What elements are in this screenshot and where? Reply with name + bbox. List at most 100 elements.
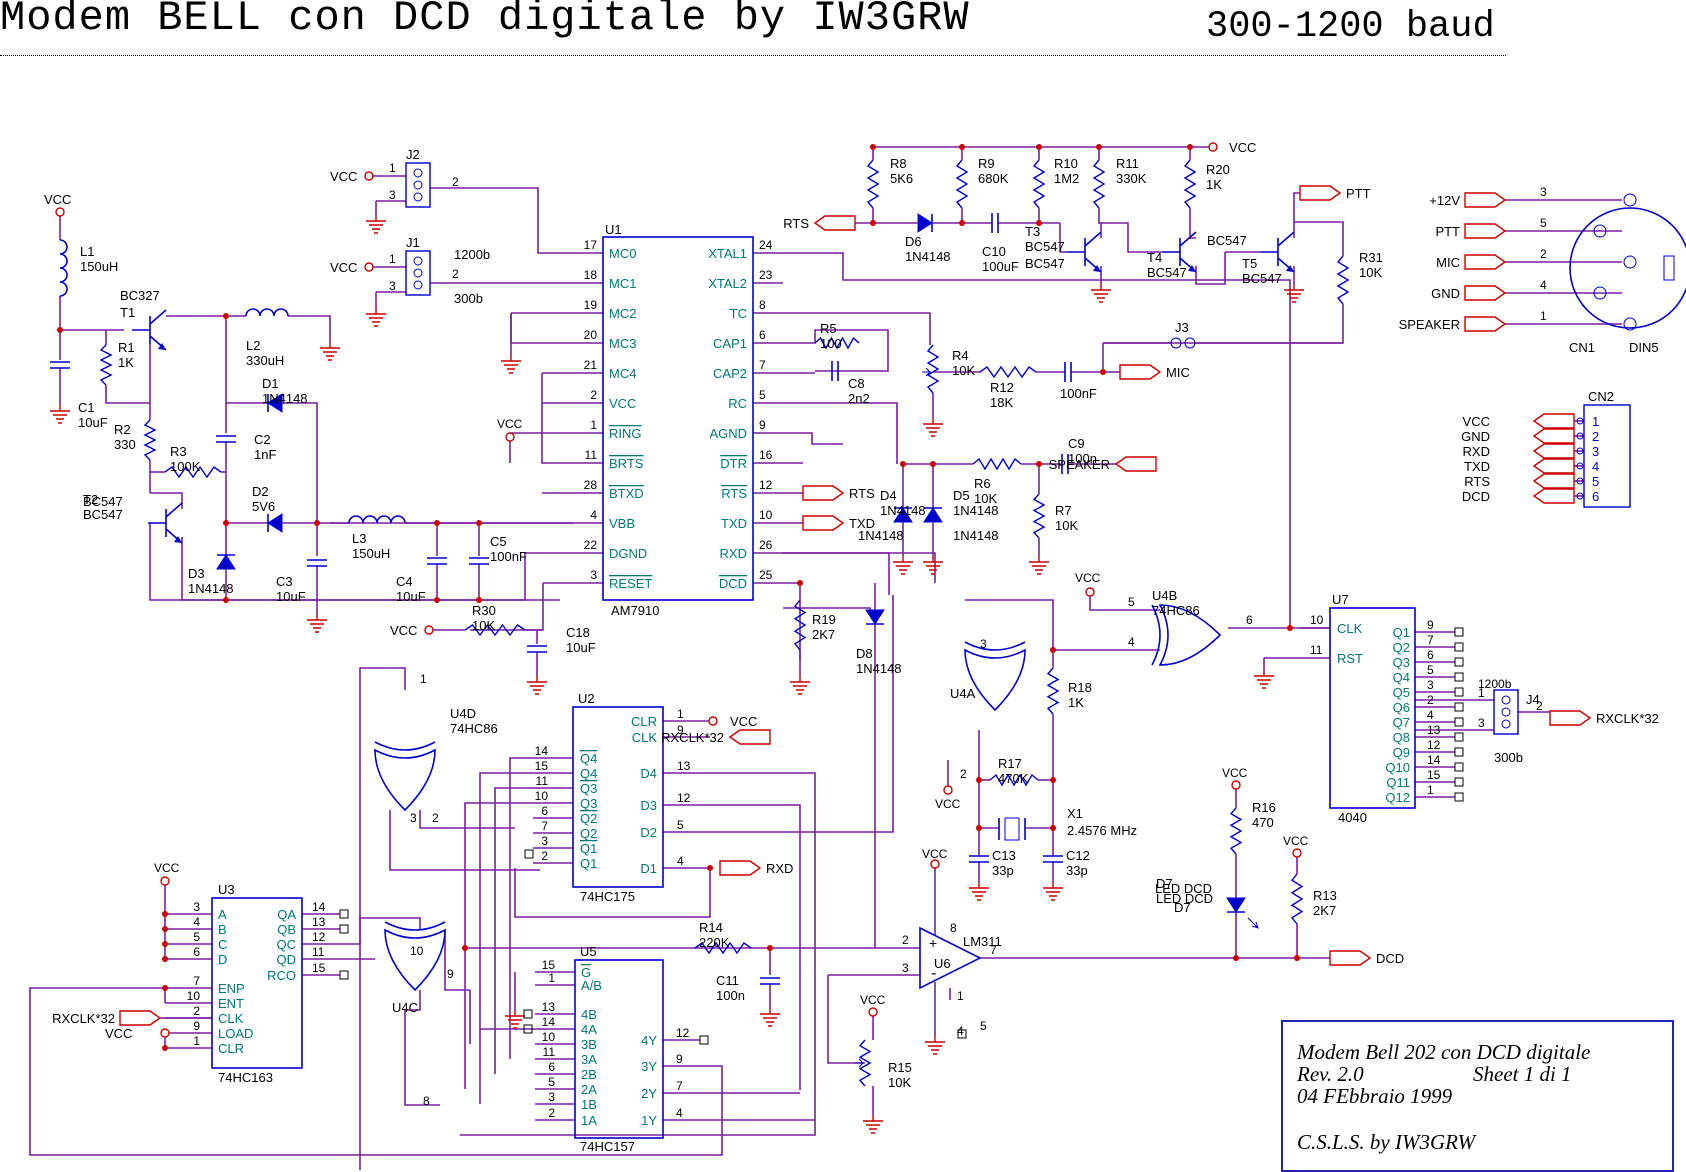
baud-rate-label: 300-1200 baud: [1206, 6, 1495, 48]
resistor-r15: [858, 1039, 872, 1087]
transistor-t2: [148, 502, 183, 544]
jumper-pin: [1501, 719, 1511, 729]
rts-port-label: RTS: [783, 216, 809, 231]
wire: [710, 804, 801, 1090]
pin-number: 12: [312, 930, 326, 944]
pin-number: 2: [452, 175, 459, 189]
pin-number: 13: [677, 759, 691, 773]
pin-number: 2: [960, 767, 967, 781]
pin-number: 7: [759, 358, 766, 372]
vcc-terminal: [930, 859, 940, 869]
junction-dot: [314, 520, 320, 526]
transistor-value: BC547: [1207, 233, 1247, 248]
transistor-value: BC327: [120, 288, 160, 303]
pin-name: Q1: [1393, 625, 1410, 640]
capacitor-ref: C11: [716, 973, 739, 988]
capacitor-ref: C3: [276, 574, 293, 589]
pin-name: CLR: [631, 714, 657, 729]
pin-number: 11: [1310, 643, 1323, 657]
led-emission: [1247, 917, 1259, 929]
pin-name: CLR: [218, 1041, 244, 1056]
capacitor-value: 10uF: [78, 415, 108, 430]
pin-number: 10: [542, 1030, 556, 1044]
no-connect: [1454, 687, 1464, 697]
resistor-r18: [1046, 667, 1060, 715]
ground-symbol: [863, 1115, 883, 1134]
pin-name: Q9: [1393, 745, 1410, 760]
jumper-pin: [413, 256, 423, 266]
ground-symbol: [501, 355, 521, 374]
capacitor-c4: [427, 557, 447, 565]
pin-name: AGND: [709, 426, 747, 441]
capacitor-ref: C9: [1068, 436, 1085, 451]
wire: [1098, 208, 1102, 238]
transistor-value: BC547: [1025, 256, 1065, 271]
pin-number: 3: [193, 900, 200, 914]
connector-type: DIN5: [1629, 340, 1659, 355]
jumper-pin: [413, 192, 423, 202]
title-block-date: 04 FEbbraio 1999: [1297, 1084, 1453, 1108]
wire: [783, 312, 931, 345]
diode-ref: D8: [856, 646, 873, 661]
cn2-connector: [1583, 404, 1631, 508]
pin-name: MC0: [609, 246, 636, 261]
chip-type: AM7910: [611, 603, 659, 618]
diode-value: 1N4148: [858, 528, 904, 543]
junction-dot: [223, 597, 229, 603]
chip-u2: [572, 706, 664, 888]
pin-name: Q4: [580, 766, 597, 781]
no-connect: [339, 924, 349, 934]
pin-number: 8: [950, 921, 957, 935]
wire: [340, 917, 421, 945]
j4-rxclk-port: [1549, 710, 1592, 726]
pin-name: A: [218, 907, 227, 922]
resistor-value: 1K: [1068, 695, 1084, 710]
pin-name: 3B: [581, 1037, 597, 1052]
diode-value: 1N4148: [188, 581, 234, 596]
cn2-pin-label: RTS: [1464, 474, 1490, 489]
din5-pin-port: [1464, 192, 1507, 208]
pin-name: 2A: [581, 1082, 597, 1097]
cn2-pin-label: GND: [1461, 429, 1490, 444]
pin-name: TXD: [721, 516, 747, 531]
pin-number: 9: [676, 1052, 683, 1066]
transistor-ref: T3: [1025, 224, 1040, 239]
pin-name: Q11: [1386, 775, 1410, 790]
pin-name: Q1: [580, 841, 597, 856]
pin-number: 2: [548, 1106, 555, 1120]
wire: [783, 252, 1291, 628]
pin-number: 1: [1427, 783, 1434, 797]
pin-number: 14: [542, 1015, 556, 1029]
capacitor-ref: C10: [982, 244, 1006, 259]
vcc-label: VCC: [1075, 571, 1101, 585]
pin-name: RCO: [267, 968, 296, 983]
crystal-ref: X1: [1067, 806, 1083, 821]
title-block: Modem Bell 202 con DCD digitale Rev. 2.0…: [1281, 1020, 1674, 1172]
wire: [1089, 596, 1160, 611]
pin-name: G: [581, 965, 591, 980]
cn2-pin: [1576, 462, 1584, 470]
vcc-terminal: [1231, 780, 1241, 790]
diode-value: 1N4148: [905, 249, 951, 264]
vcc-terminal: [505, 432, 515, 442]
resistor-ref: R11: [1116, 156, 1139, 171]
resistor-r5: [814, 336, 860, 350]
title-block-author: C.S.L.S. by IW3GRW: [1297, 1130, 1476, 1154]
pin-number: 5: [193, 930, 200, 944]
jumper-j4: [1493, 689, 1519, 735]
wire: [783, 329, 889, 372]
diode-value: LED DCD: [1156, 891, 1213, 906]
resistor-value: 2K7: [812, 627, 835, 642]
pin-number: 19: [584, 298, 598, 312]
transistor-ref: T5: [1242, 256, 1257, 271]
inductor-ref: L3: [352, 531, 366, 546]
capacitor-c8: [831, 361, 839, 381]
pin-number: 1: [677, 707, 684, 721]
pin-number: 7: [676, 1079, 683, 1093]
wire: [288, 315, 331, 342]
ground-symbol: [1029, 556, 1049, 575]
pin-name: 3A: [581, 1052, 597, 1067]
pin-name: BRTS: [609, 456, 644, 471]
gate-type: 74HC86: [1152, 603, 1200, 618]
pin-number: 13: [1427, 723, 1441, 737]
